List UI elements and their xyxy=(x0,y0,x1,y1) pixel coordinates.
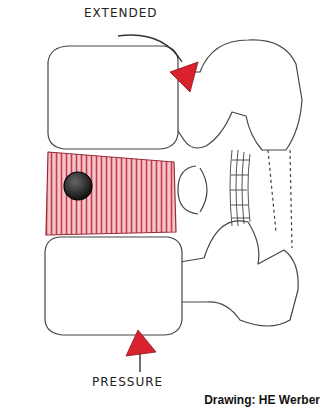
intervertebral-disc xyxy=(46,152,176,235)
nucleus-pulposus xyxy=(64,172,92,200)
upper-vertebral-body xyxy=(48,46,178,149)
arrow-head xyxy=(126,330,156,356)
arrow-head xyxy=(170,62,198,92)
motion-label: EXTENDED xyxy=(84,6,158,20)
lower-posterior-arch xyxy=(180,221,298,326)
spinal-canal xyxy=(178,166,198,214)
upper-posterior-arch xyxy=(176,40,302,150)
force-label: PRESSURE xyxy=(92,375,163,389)
lower-vertebral-body xyxy=(45,237,182,335)
extension-arrow xyxy=(118,35,182,62)
credit-note: Drawing: HE Werber xyxy=(204,393,320,407)
pressure-arrow xyxy=(139,352,140,372)
facet-joint xyxy=(230,150,250,226)
